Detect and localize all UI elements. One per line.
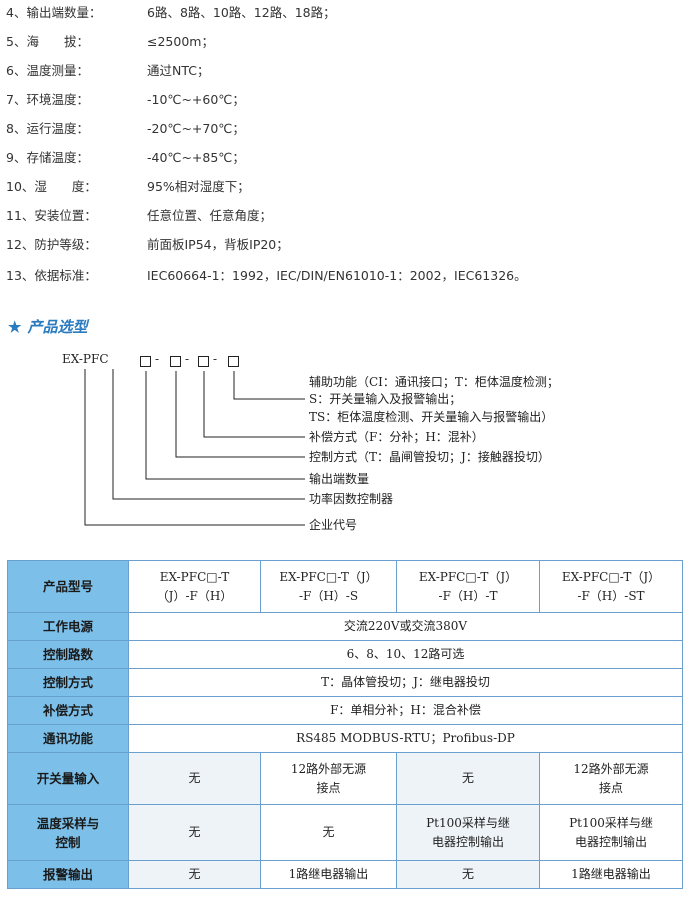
table-cell: 1路继电器输出: [260, 860, 397, 889]
table-row-switch-input: 开关量输入 无 12路外部无源接点 无 12路外部无源接点: [7, 752, 683, 805]
table-row-channels: 控制路数 6、8、10、12路可选: [7, 640, 683, 669]
section-title-text: 产品选型: [27, 318, 88, 336]
row-label: 开关量输入: [7, 752, 129, 805]
table-row-communication: 通讯功能 RS485 MODBUS-RTU；Profibus-DP: [7, 724, 683, 753]
table-cell: T：晶体管投切；J：继电器投切: [128, 668, 683, 697]
table-cell: RS485 MODBUS-RTU；Profibus-DP: [128, 724, 683, 753]
spec-value: -10℃~+60℃；: [147, 92, 245, 107]
table-row-temp-sampling: 温度采样与控制 无 无 Pt100采样与继电器控制输出 Pt100采样与继电器控…: [7, 804, 683, 861]
spec-num: 4、: [6, 5, 27, 20]
model-header: EX-PFC□-T （J）-F（H）: [128, 560, 261, 613]
table-cell: F：单相分补；H：混合补偿: [128, 696, 683, 725]
spec-label: 输出端数量：: [26, 5, 102, 20]
table-row-alarm-output: 报警输出 无 1路继电器输出 无 1路继电器输出: [7, 860, 683, 889]
table-cell: 6、8、10、12路可选: [128, 640, 683, 669]
model-header: EX-PFC□-T（J） -F（H）-S: [260, 560, 397, 613]
model-selection-table: 产品型号 EX-PFC□-T （J）-F（H） EX-PFC□-T（J） -F（H）…: [7, 560, 683, 889]
table-cell: 1路继电器输出: [539, 860, 683, 889]
spec-value: 通过NTC；: [147, 63, 210, 78]
aux-function-box: [228, 356, 239, 367]
pfc-controller-desc: 功率因数控制器: [309, 492, 394, 506]
table-cell: 无: [396, 752, 540, 805]
section-title: ★ 产品选型: [8, 316, 87, 338]
model-header: EX-PFC□-T（J） -F（H）-ST: [539, 560, 683, 613]
model-header-line: EX-PFC□-T（J）: [561, 569, 661, 584]
row-label: 报警输出: [7, 860, 129, 889]
row-label: 补偿方式: [7, 696, 129, 725]
row-label: 温度采样与控制: [7, 804, 129, 861]
code-dash: -: [213, 352, 218, 366]
spec-value: 任意位置、任意角度；: [147, 208, 273, 223]
aux-function-desc-1: 辅助功能（CI：通讯接口；T：柜体温度检测；: [309, 375, 559, 389]
table-row-power: 工作电源 交流220V或交流380V: [7, 612, 683, 641]
table-cell: 无: [128, 752, 261, 805]
spec-label: 运行温度：: [26, 121, 89, 136]
table-cell: 12路外部无源接点: [539, 752, 683, 805]
row-label: 控制路数: [7, 640, 129, 669]
spec-label: 海 拔：: [26, 34, 89, 49]
compensation-desc: 补偿方式（F：分补；H：混补）: [309, 430, 484, 444]
spec-num: 10、: [6, 179, 35, 194]
spec-value: 95%相对湿度下；: [147, 179, 250, 194]
model-header-line: EX-PFC□-T: [159, 569, 230, 584]
code-dash: -: [185, 352, 190, 366]
model-header: EX-PFC□-T（J） -F（H）-T: [396, 560, 540, 613]
table-cell: 无: [128, 860, 261, 889]
aux-function-desc-2: S：开关量输入及报警输出；: [309, 392, 462, 406]
row-label: 通讯功能: [7, 724, 129, 753]
table-cell: Pt100采样与继电器控制输出: [396, 804, 540, 861]
company-code-desc: 企业代号: [309, 518, 358, 532]
spec-num: 11、: [6, 208, 35, 223]
table-cell: 12路外部无源接点: [260, 752, 397, 805]
spec-num: 7、: [6, 92, 27, 107]
table-cell: 无: [396, 860, 540, 889]
spec-value: ≤2500m；: [147, 34, 214, 49]
star-icon: ★: [8, 318, 22, 336]
spec-num: 12、: [6, 237, 35, 252]
spec-num: 6、: [6, 63, 27, 78]
table-cell: 无: [260, 804, 397, 861]
output-count-box: [140, 356, 151, 367]
spec-num: 13、: [6, 268, 35, 283]
table-cell: 交流220V或交流380V: [128, 612, 683, 641]
spec-value: -40℃~+85℃；: [147, 150, 245, 165]
spec-label: 依据标准：: [34, 268, 97, 283]
spec-num: 5、: [6, 34, 27, 49]
spec-label: 湿 度：: [34, 179, 97, 194]
row-label: 控制方式: [7, 668, 129, 697]
table-cell: 无: [128, 804, 261, 861]
table-row-control: 控制方式 T：晶体管投切；J：继电器投切: [7, 668, 683, 697]
model-header-line: EX-PFC□-T（J）: [418, 569, 518, 584]
table-row-models: 产品型号 EX-PFC□-T （J）-F（H） EX-PFC□-T（J） -F（H）…: [7, 560, 683, 613]
model-header-line: EX-PFC□-T（J）: [279, 569, 378, 584]
spec-label: 防护等级：: [34, 237, 97, 252]
table-row-compensation: 补偿方式 F：单相分补；H：混合补偿: [7, 696, 683, 725]
compensation-box: [198, 356, 209, 367]
model-header-line: （J）-F（H）: [156, 588, 233, 603]
model-code-prefix: EX-PFC: [62, 352, 109, 366]
model-header-line: -F（H）-ST: [577, 588, 645, 603]
spec-num: 8、: [6, 121, 27, 136]
table-corner-header: 产品型号: [7, 560, 129, 613]
model-header-line: -F（H）-T: [438, 588, 498, 603]
spec-value: IEC60664-1：1992，IEC/DIN/EN61010-1：2002，I…: [147, 268, 527, 283]
code-dash: -: [155, 352, 160, 366]
control-mode-box: [170, 356, 181, 367]
diagram-connector-lines: [84, 369, 305, 526]
row-label: 工作电源: [7, 612, 129, 641]
spec-value: 6路、8路、10路、12路、18路；: [147, 5, 336, 20]
output-count-desc: 输出端数量: [309, 472, 370, 486]
spec-label: 存储温度：: [26, 150, 89, 165]
spec-label: 安装位置：: [34, 208, 97, 223]
spec-label: 环境温度：: [26, 92, 89, 107]
spec-value: 前面板IP54，背板IP20；: [147, 237, 289, 252]
table-cell: Pt100采样与继电器控制输出: [539, 804, 683, 861]
spec-num: 9、: [6, 150, 27, 165]
control-mode-desc: 控制方式（T：晶闸管投切；J：接触器投切）: [309, 450, 550, 464]
spec-value: -20℃~+70℃；: [147, 121, 245, 136]
model-code-diagram: EX-PFC - - - 辅助功能（CI：通讯接口；T：柜体温度检测； S：开关…: [0, 350, 689, 540]
model-header-line: -F（H）-S: [298, 588, 359, 603]
aux-function-desc-3: TS：柜体温度检测、开关量输入与报警输出）: [309, 410, 554, 424]
spec-label: 温度测量：: [26, 63, 89, 78]
